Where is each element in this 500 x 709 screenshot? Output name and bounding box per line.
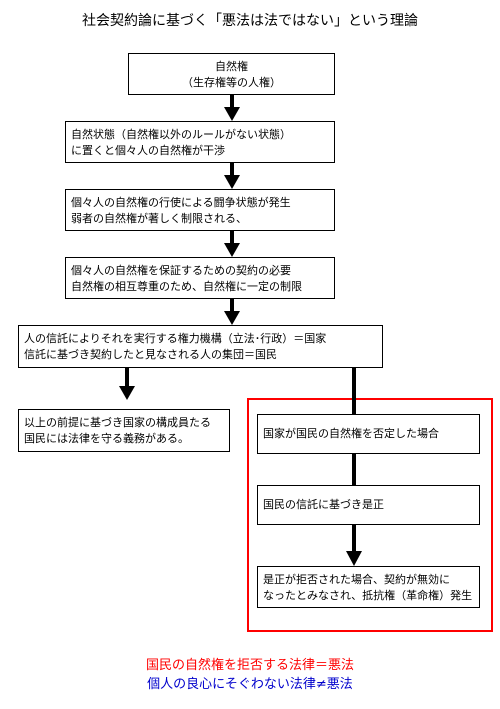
arrow-3-4 bbox=[224, 231, 240, 257]
arrow-1-2 bbox=[224, 95, 240, 121]
correction-box: 国民の信託に基づき是正 bbox=[257, 485, 480, 525]
state-box: 人の信託によりそれを実行する権力機構（立法･行政）＝国家 信託に基づき契約したと… bbox=[18, 325, 383, 368]
state-of-nature-box: 自然状態（自然権以外のルールがない状態） に置くと個々人の自然権が干渉 bbox=[65, 121, 335, 163]
duty-line1: 以上の前提に基づき国家の構成員たる bbox=[24, 416, 211, 429]
arrow-correction-resistance bbox=[346, 525, 362, 566]
state-line2: 信託に基づき契約したと見なされる人の集団＝国民 bbox=[24, 348, 277, 361]
duty-line2: 国民には法律を守る義務がある。 bbox=[24, 432, 189, 445]
conflict-line1: 個々人の自然権の行使による闘争状態が発生 bbox=[71, 196, 291, 209]
arrow-2-3 bbox=[224, 163, 240, 189]
resistance-right-frame bbox=[247, 398, 493, 632]
arrow-4-5 bbox=[224, 299, 240, 325]
denial-line1: 国家が国民の自然権を否定した場合 bbox=[263, 427, 439, 440]
contract-line2: 自然権の相互尊重のため、自然権に一定の制限 bbox=[71, 280, 302, 293]
resistance-line1: 是正が拒否された場合、契約が無効に bbox=[263, 573, 450, 586]
arrow-5-denial bbox=[352, 368, 356, 414]
duty-box: 以上の前提に基づき国家の構成員たる 国民には法律を守る義務がある。 bbox=[18, 409, 230, 452]
arrow-5-duty bbox=[119, 368, 135, 400]
denial-box: 国家が国民の自然権を否定した場合 bbox=[257, 414, 480, 454]
contract-box: 個々人の自然権を保証するための契約の必要 自然権の相互尊重のため、自然権に一定の… bbox=[65, 257, 335, 299]
state-of-nature-line2: に置くと個々人の自然権が干渉 bbox=[71, 144, 225, 157]
contract-line1: 個々人の自然権を保証するための契約の必要 bbox=[71, 264, 291, 277]
conflict-line2: 弱者の自然権が著しく制限される、 bbox=[71, 212, 247, 225]
state-of-nature-line1: 自然状態（自然権以外のルールがない状態） bbox=[71, 128, 291, 141]
correction-line1: 国民の信託に基づき是正 bbox=[263, 498, 384, 511]
arrow-denial-correction bbox=[352, 454, 356, 485]
natural-right-line2: （生存権等の人権） bbox=[182, 76, 281, 89]
natural-right-box: 自然権 （生存権等の人権） bbox=[128, 53, 335, 95]
footer-line2: 個人の良心にそぐわない法律≠悪法 bbox=[147, 677, 353, 692]
footer-line1: 国民の自然権を拒否する法律＝悪法 bbox=[145, 658, 354, 673]
natural-right-line1: 自然権 bbox=[215, 60, 248, 73]
resistance-box: 是正が拒否された場合、契約が無効に なったとみなされ、抵抗権（革命権）発生 bbox=[257, 566, 480, 608]
state-line1: 人の信託によりそれを実行する権力機構（立法･行政）＝国家 bbox=[24, 332, 327, 345]
conflict-box: 個々人の自然権の行使による闘争状態が発生 弱者の自然権が著しく制限される、 bbox=[65, 189, 335, 231]
diagram-title: 社会契約論に基づく「悪法は法ではない」という理論 bbox=[82, 13, 418, 29]
resistance-line2: なったとみなされ、抵抗権（革命権）発生 bbox=[263, 589, 473, 602]
